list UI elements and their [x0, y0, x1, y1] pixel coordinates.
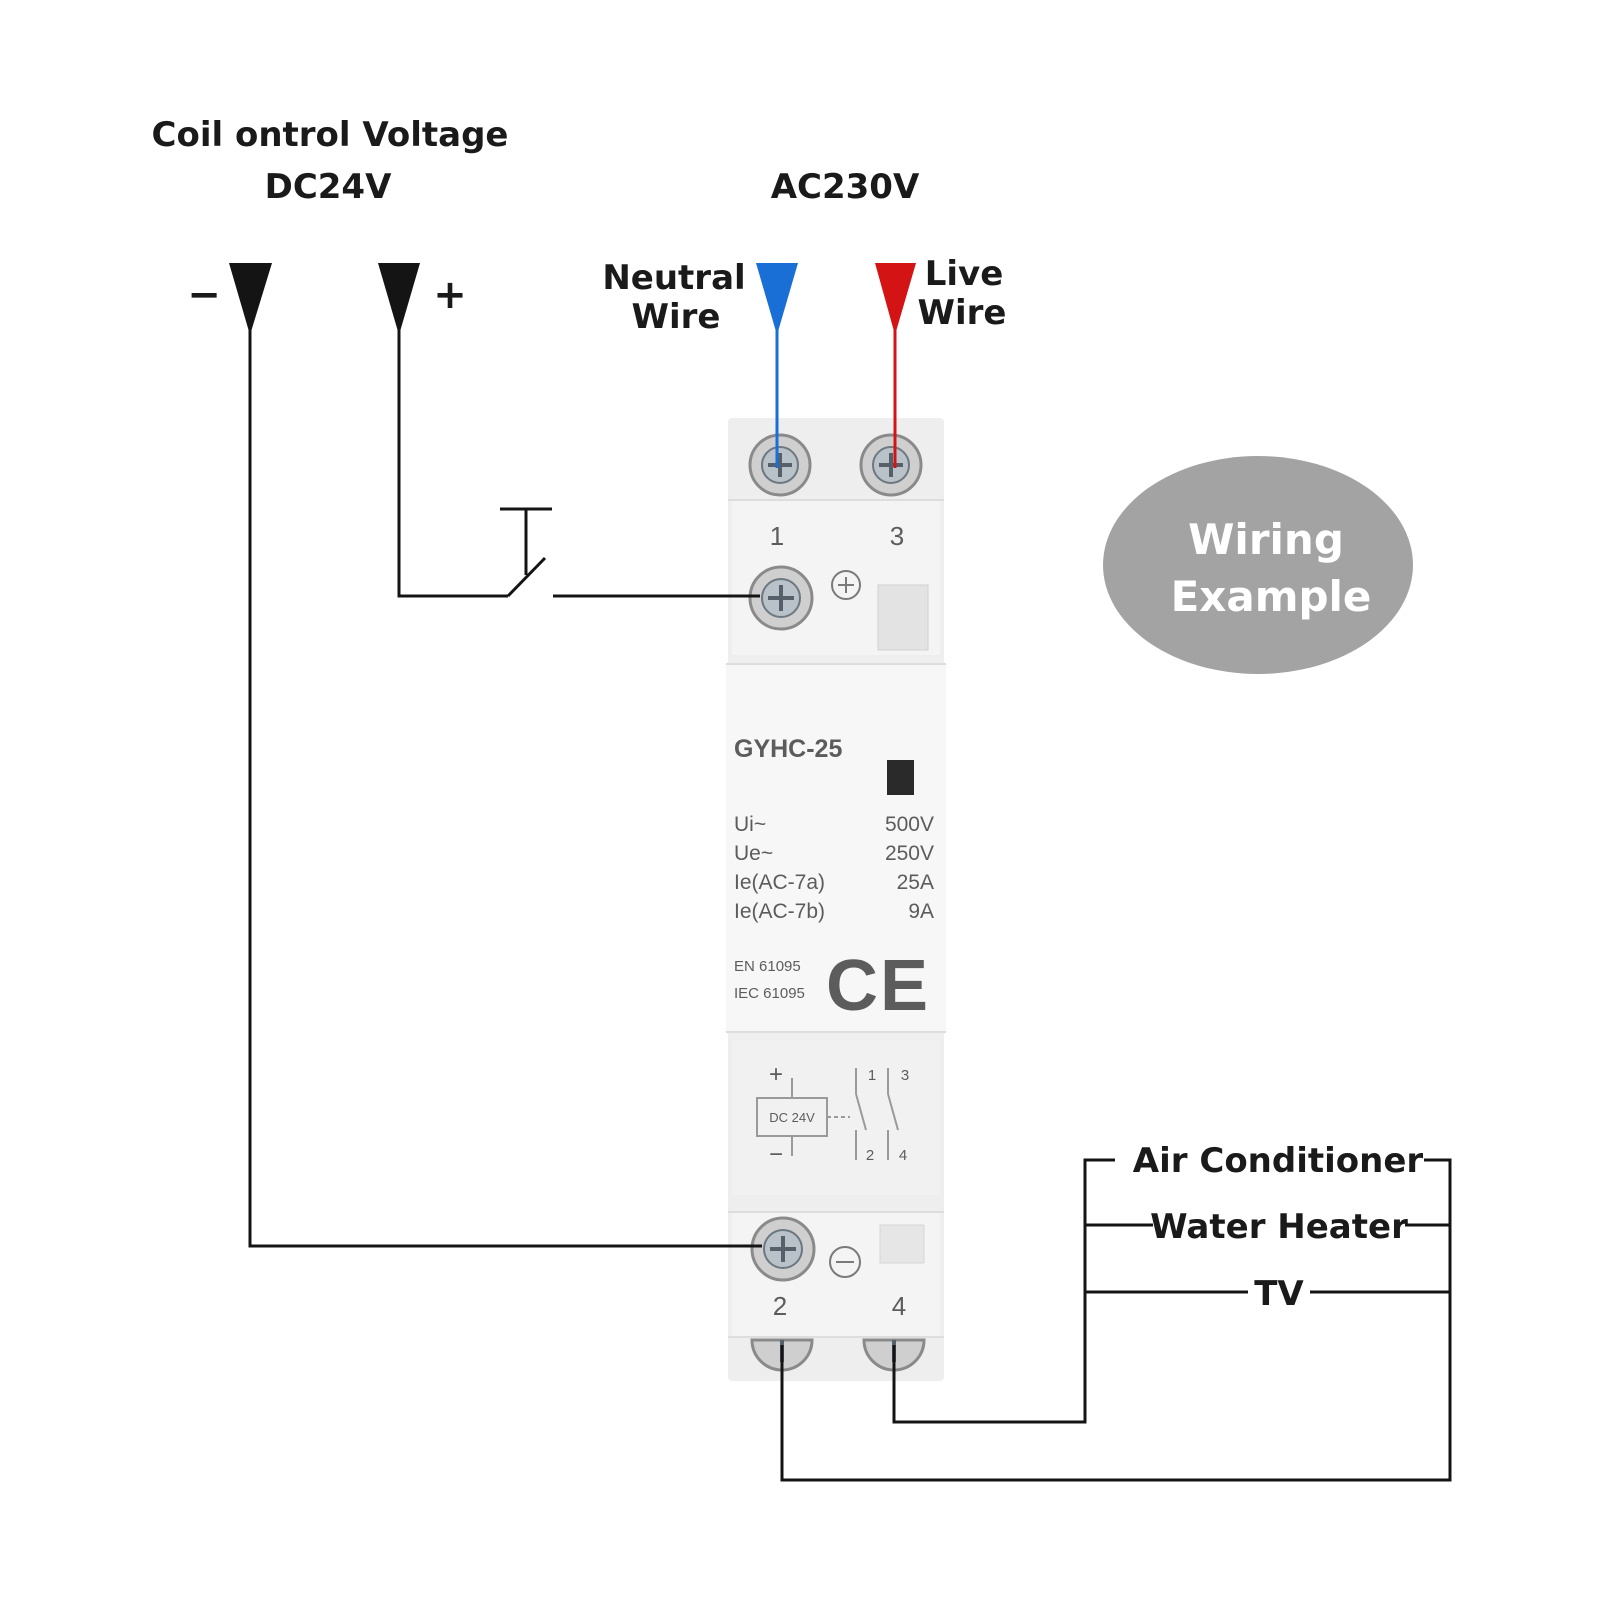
spec-value: 9A [908, 900, 934, 923]
push-button-switch-icon [500, 507, 552, 598]
ce-mark: CE [826, 946, 930, 1026]
spec-name: Ue~ [734, 842, 773, 865]
schematic-t2: 2 [866, 1147, 874, 1164]
terminal-4-label: 4 [892, 1291, 906, 1321]
schematic-plus: + [769, 1061, 783, 1088]
terminal-1-label: 1 [770, 521, 784, 551]
spec-value: 500V [885, 813, 934, 836]
status-indicator [887, 760, 914, 795]
spec-name: Ie(AC-7a) [734, 871, 825, 894]
front-label-panel [726, 664, 946, 1032]
screw-terminal-1-top [748, 433, 812, 497]
neutral-wire-label-line2: Wire [632, 297, 721, 337]
minus-polarity-icon [829, 1246, 861, 1278]
schematic-t4: 4 [899, 1147, 907, 1164]
mains-voltage-label: AC230V [771, 167, 920, 207]
neutral-wire-label-line1: Neutral [602, 258, 745, 298]
coil-minus-screw [750, 1216, 816, 1282]
spec-value: 250V [885, 842, 934, 865]
standard-en: EN 61095 [734, 958, 801, 975]
badge-background [1103, 456, 1413, 674]
load-tv: TV [1254, 1274, 1304, 1314]
coil-voltage-title: Coil ontrol Voltage [152, 115, 509, 155]
terminal-4-load-wire [892, 1158, 1115, 1424]
coil-minus-wire [248, 330, 762, 1248]
model-number: GYHC-25 [734, 735, 842, 763]
badge-line-2: Example [1171, 572, 1372, 621]
schematic-t1: 1 [868, 1067, 876, 1084]
plus-sign: + [433, 272, 467, 318]
minus-sign: − [187, 272, 221, 318]
coil-plus-terminal-arrow [378, 263, 420, 335]
spec-name: Ie(AC-7b) [734, 900, 825, 923]
spec-name: Ui~ [734, 813, 766, 836]
terminal-2-load-wire [780, 1158, 1452, 1482]
top-aperture [877, 584, 929, 651]
live-wire-label-line1: Live [925, 254, 1004, 294]
coil-plus-screw [748, 565, 814, 631]
live-wire-label-line2: Wire [918, 293, 1007, 333]
screw-terminal-3-top [859, 433, 923, 497]
specs-table: Ui~ 500V Ue~ 250V Ie(AC-7a) 25A Ie(AC-7b… [734, 813, 934, 923]
badge-line-1: Wiring [1188, 515, 1344, 564]
standard-iec: IEC 61095 [734, 985, 805, 1002]
terminal-3-label: 3 [890, 521, 904, 551]
schematic-t3: 3 [901, 1067, 909, 1084]
coil-plus-wire [397, 330, 508, 598]
live-terminal-arrow [875, 263, 916, 335]
plus-polarity-icon [831, 570, 861, 600]
schematic-minus: − [769, 1141, 783, 1168]
schematic-coil-label: DC 24V [769, 1110, 815, 1125]
bottom-aperture [879, 1224, 925, 1264]
load-water-heater: Water Heater [1150, 1207, 1408, 1247]
terminal-2-label: 2 [773, 1291, 787, 1321]
internal-schematic: + DC 24V − 1 3 2 4 [756, 1061, 909, 1168]
spec-value: 25A [897, 871, 934, 894]
neutral-terminal-arrow [756, 263, 798, 335]
load-air-conditioner: Air Conditioner [1133, 1141, 1424, 1181]
contactor-module: 1 3 GYHC-25 Ui~ 500V Ue~ 250V Ie(AC-7a) … [726, 418, 946, 1381]
coil-voltage-value: DC24V [265, 167, 392, 207]
coil-minus-terminal-arrow [229, 263, 272, 335]
wiring-example-badge: Wiring Example [1103, 456, 1413, 674]
